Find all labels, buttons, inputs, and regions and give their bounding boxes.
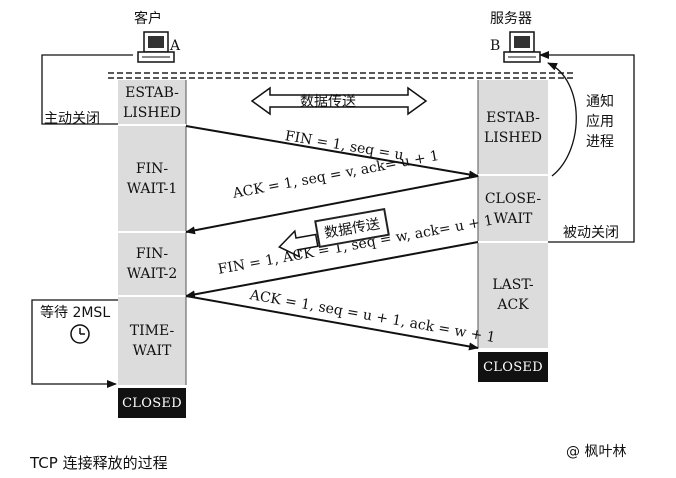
server-timeline [478,80,548,348]
server-state-last-ack: LAST- ACK [492,277,534,313]
data-transfer-double-arrow [250,86,428,116]
msg-arrow-4 [185,295,479,351]
passive-close-bracket [539,51,635,243]
passive-close-label: 被动关闭 [563,225,619,241]
client-state-closed: CLOSED [118,388,186,418]
server-state-closed: CLOSED [478,352,548,382]
server-title: 服务器 [490,11,532,27]
client-state-time-wait: TIME- WAIT [129,322,175,359]
server-letter: B [490,38,501,54]
client-letter: A [170,38,181,54]
server-state-close-wait: CLOSE- WAIT [484,190,542,227]
client-state-fin-wait-2: FIN- WAIT-2 [126,246,178,282]
client-state-fin-wait-1: FIN- WAIT-1 [126,160,178,197]
caption: TCP 连接释放的过程 [30,454,168,472]
wait-2msl-label: 等待 2MSL [40,305,111,321]
active-close-bracket [41,54,133,125]
clock-icon [70,324,90,344]
client-state-established: ESTAB- LISHED [122,84,182,121]
notify-app-curve [547,62,577,177]
active-close-label: 主动关闭 [44,111,100,127]
server-state-established: ESTAB- LISHED [483,109,543,146]
client-title: 客户 [134,11,162,27]
data-transfer-label-1: 数据传送 [300,94,356,110]
notify-app-label: 通知 应用 进程 [586,94,614,150]
msg-arrow-1 [185,125,479,179]
wait-2msl-loop [31,299,118,388]
watermark: @ 枫叶林 [566,444,627,460]
client-computer-icon [137,31,175,63]
msg-arrow-3 [185,241,479,299]
msg-arrow-2 [185,175,479,235]
server-computer-icon [503,31,541,63]
